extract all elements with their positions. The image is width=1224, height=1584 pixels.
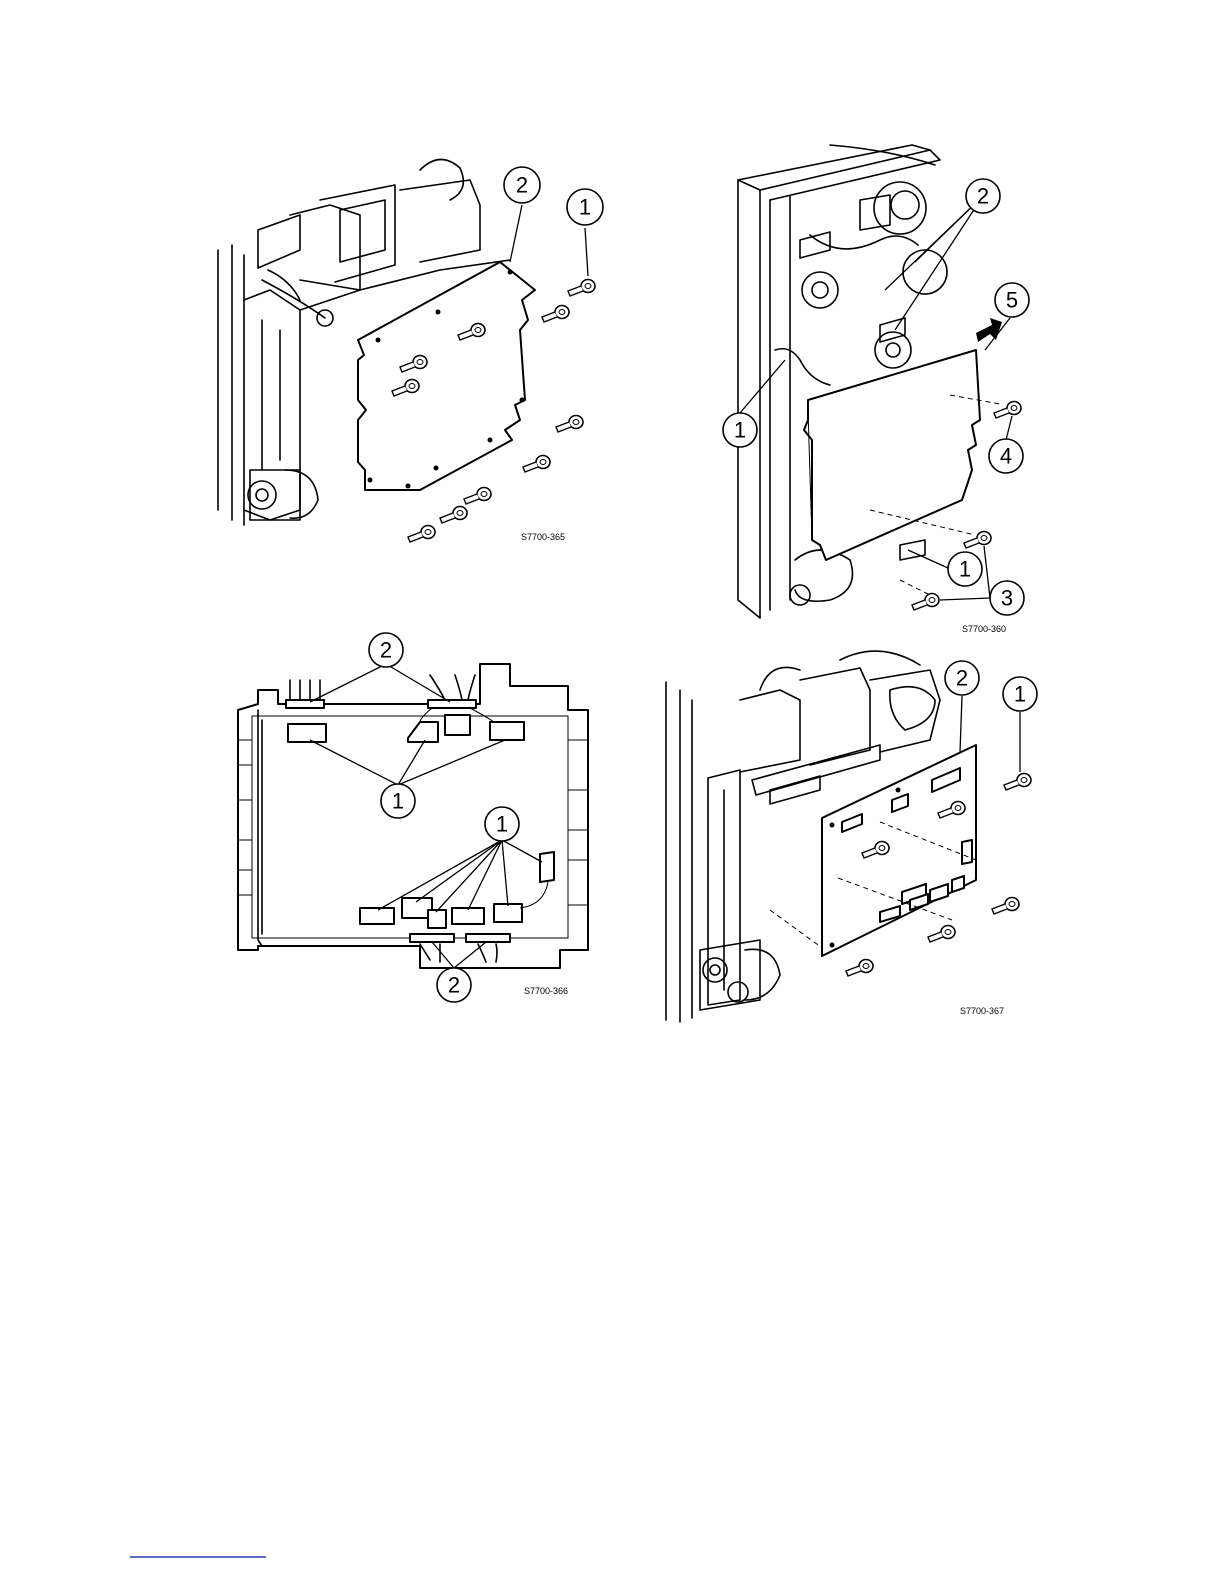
callout-5: 5 (1006, 288, 1018, 313)
figure-code: S7700-366 (524, 986, 568, 996)
figure-code: S7700-367 (960, 1006, 1004, 1016)
callout-2: 2 (516, 173, 528, 198)
callout-1: 1 (392, 789, 404, 814)
callout-2: 2 (956, 666, 968, 691)
figure-code: S7700-360 (962, 624, 1006, 634)
figure-s7700-367: 2 1 S7700-367 (666, 651, 1037, 1022)
callout-1: 1 (579, 195, 591, 220)
figure-code: S7700-365 (521, 532, 565, 542)
figure-s7700-366: 2 1 1 2 S7700-366 (238, 633, 588, 1002)
callout-2: 2 (977, 184, 989, 209)
figure-s7700-365: 2 1 S7700-365 (218, 159, 603, 542)
callout-1: 1 (496, 812, 508, 837)
figure-s7700-360: 2 5 4 1 1 3 S7700-360 (723, 145, 1029, 634)
callout-2: 2 (380, 638, 392, 663)
callout-1: 1 (959, 557, 971, 582)
callout-1: 1 (1014, 682, 1026, 707)
callout-2: 2 (448, 973, 460, 998)
callout-3: 3 (1001, 586, 1013, 611)
callout-4: 4 (1000, 444, 1012, 469)
callout-1: 1 (734, 418, 746, 443)
